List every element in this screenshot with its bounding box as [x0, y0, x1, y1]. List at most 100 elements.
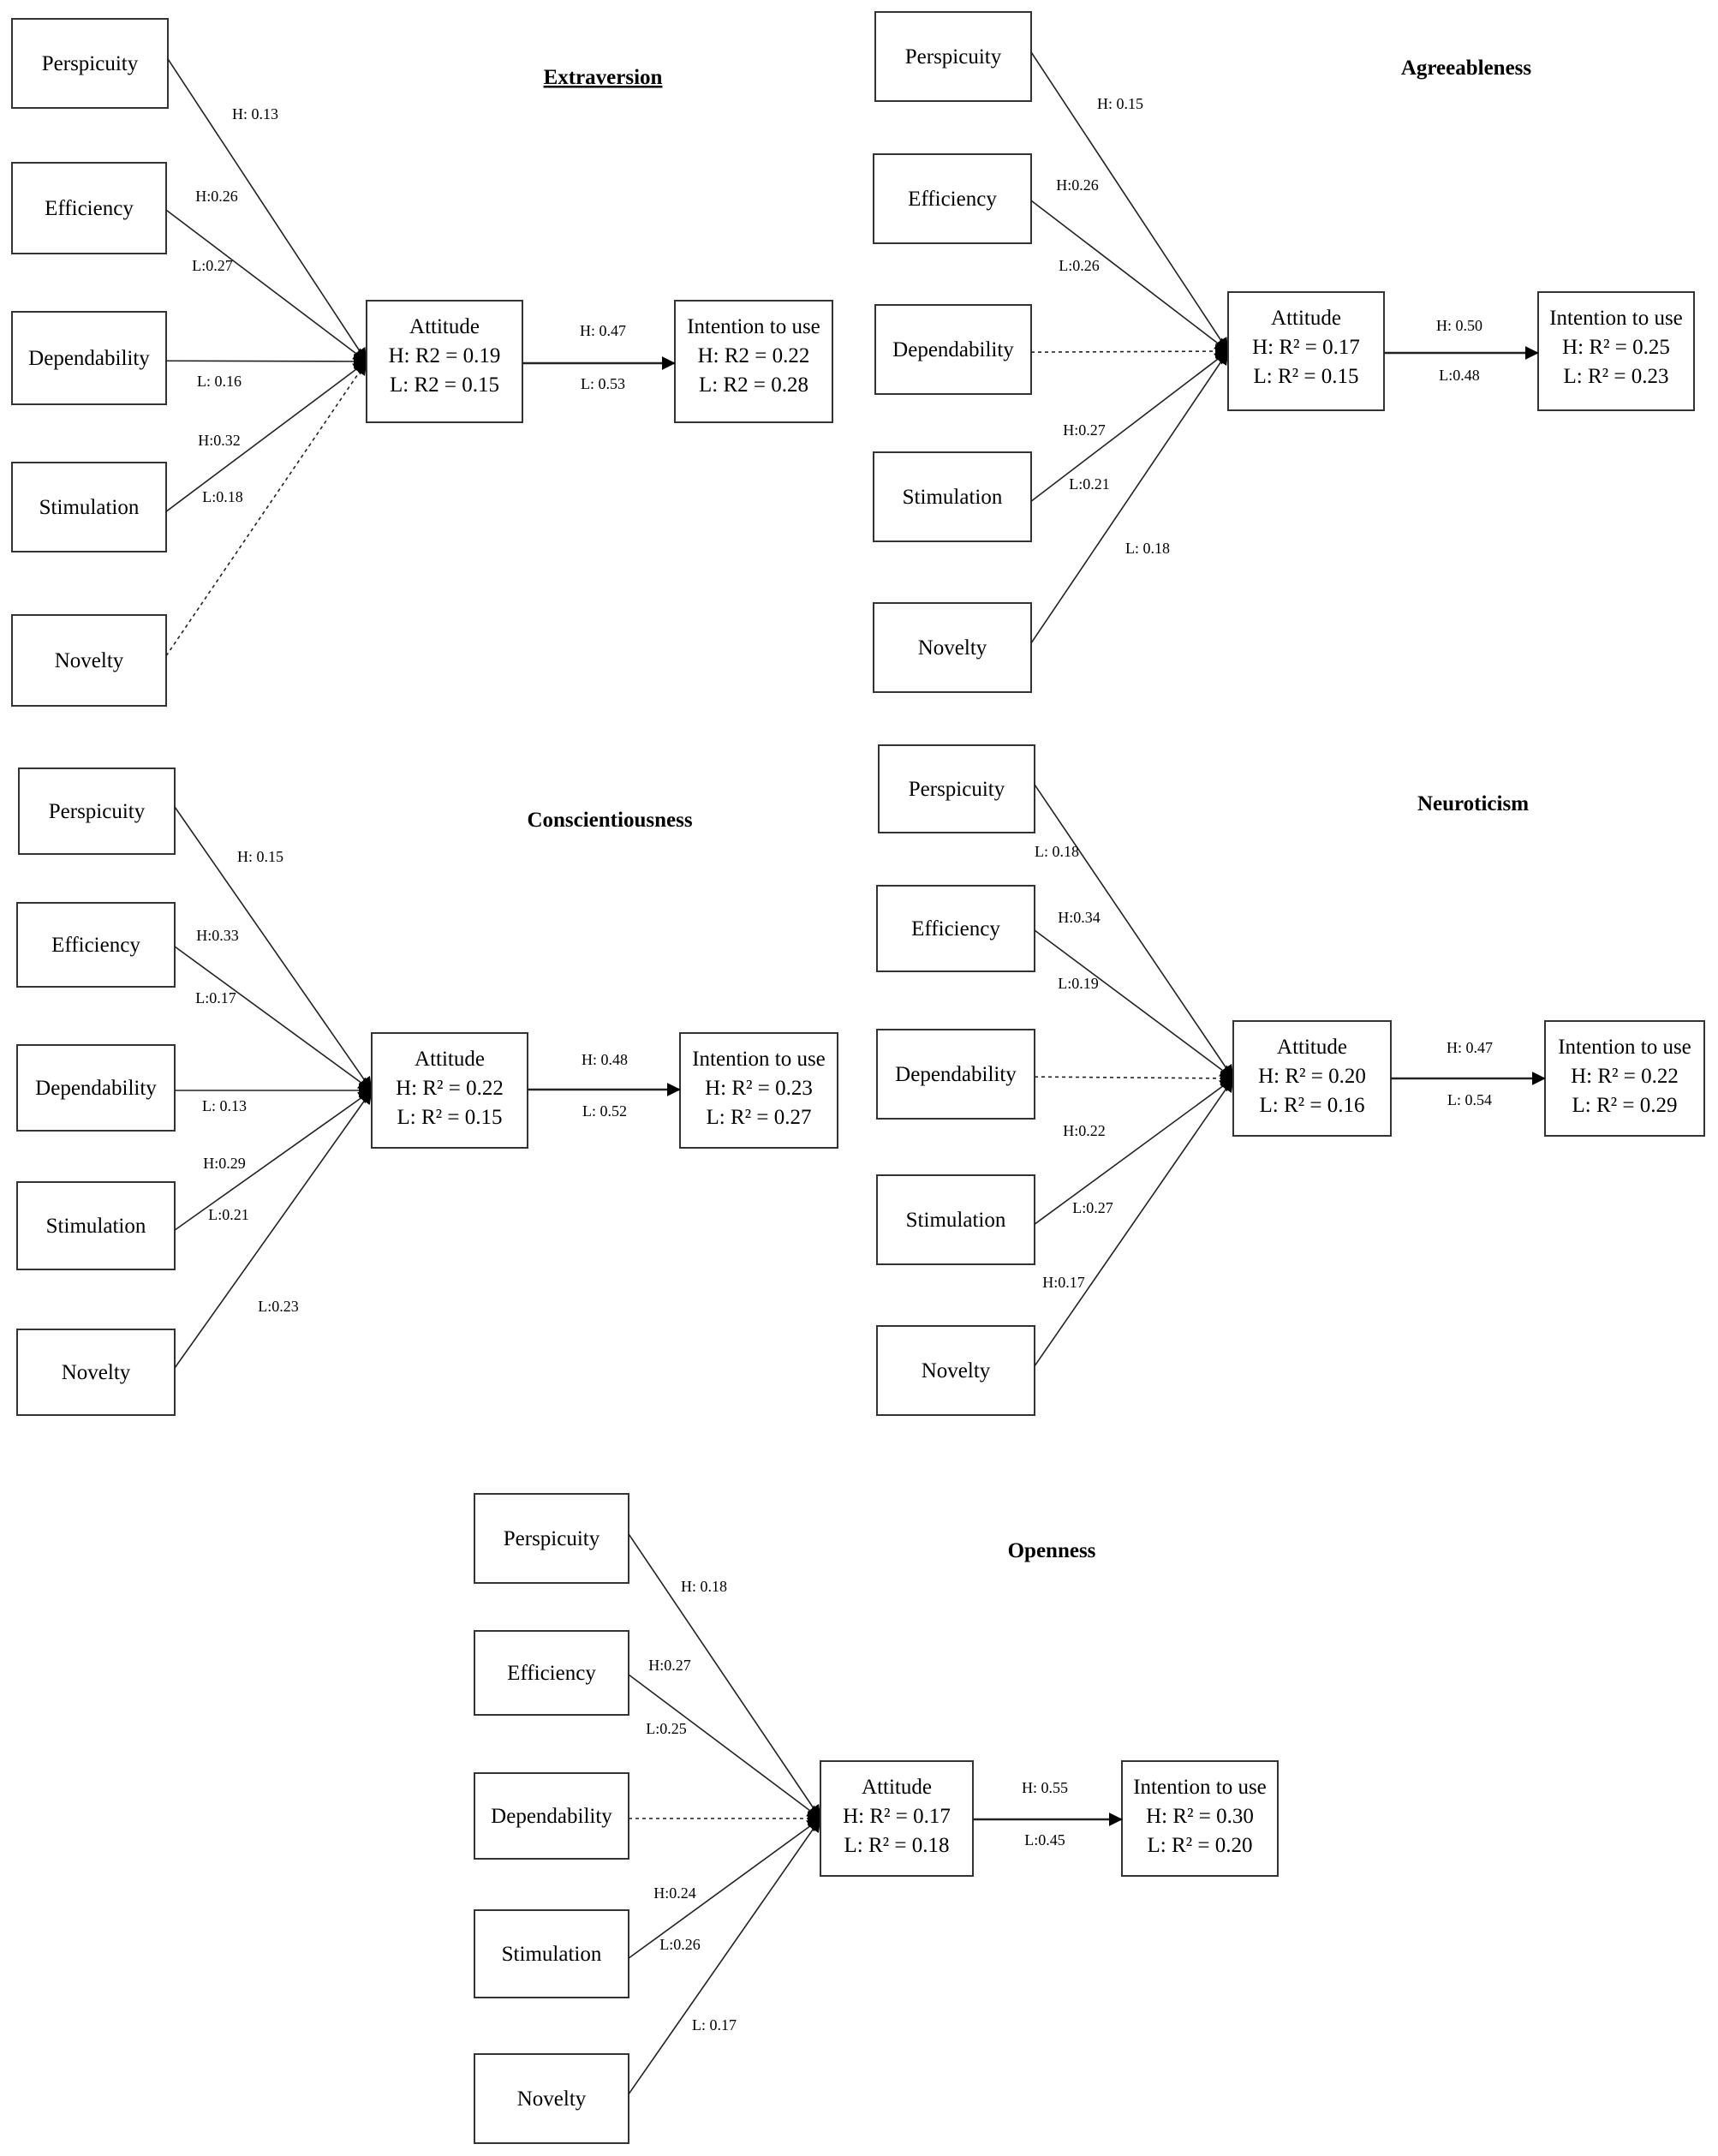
edge-perspicuity-to-attitude [1034, 784, 1234, 1079]
edge-label-perspicuity: H: 0.13 [232, 105, 278, 122]
edge-label-perspicuity: L: 0.18 [1035, 843, 1079, 860]
edge-label-efficiency: L:0.25 [646, 1720, 687, 1737]
node-label-novelty: Novelty [55, 649, 124, 672]
node-intention-to-use [1121, 1760, 1279, 1877]
edge-label-stimulation: H:0.29 [203, 1155, 246, 1172]
node-label-stimulation: Stimulation [903, 486, 1003, 509]
attitude-label: Attitude [415, 1048, 485, 1071]
node-label-stimulation: Stimulation [46, 1215, 146, 1238]
node-efficiency [474, 1630, 629, 1716]
node-label-perspicuity: Perspicuity [49, 800, 146, 823]
attitude-label: Attitude [409, 315, 480, 338]
edge-perspicuity-to-attitude [1030, 51, 1229, 352]
node-label-stimulation: Stimulation [502, 1943, 602, 1966]
node-label-dependability: Dependability [35, 1077, 157, 1100]
edge-novelty-to-attitude [628, 1818, 821, 2095]
node-label-perspicuity: Perspicuity [42, 52, 139, 75]
node-efficiency [16, 902, 176, 988]
node-label-perspicuity: Perspicuity [909, 778, 1005, 801]
node-label-stimulation: Stimulation [39, 496, 140, 519]
attitude-r2-low: L: R² = 0.18 [844, 1834, 950, 1857]
edge-novelty-to-attitude [165, 361, 367, 657]
node-novelty [474, 2053, 629, 2144]
edge-label-novelty: L: 0.17 [692, 2016, 737, 2034]
panel-title: Conscientiousness [527, 809, 692, 832]
edge-label-attitude-intention: L: 0.53 [581, 375, 625, 392]
panel-title: Openness [1008, 1539, 1096, 1562]
edge-stimulation-to-attitude [174, 1090, 373, 1231]
edge-label-efficiency: L:0.19 [1058, 975, 1099, 992]
node-label-novelty: Novelty [517, 2087, 587, 2111]
attitude-label: Attitude [1277, 1036, 1347, 1059]
edge-dependability-to-attitude [1034, 1071, 1234, 1085]
edge-label-novelty: H:0.17 [1042, 1274, 1085, 1291]
edge-label-dependability: L: 0.16 [197, 373, 242, 390]
node-attitude [820, 1760, 974, 1877]
node-efficiency [876, 885, 1035, 972]
node-intention-to-use [679, 1032, 838, 1149]
edge-label-stimulation: H:0.24 [653, 1884, 696, 1902]
node-novelty [876, 1325, 1035, 1416]
attitude-label: Attitude [862, 1776, 932, 1799]
intention-label: Intention to use [1558, 1036, 1691, 1059]
node-efficiency [11, 162, 167, 254]
intention-r2-low: L: R2 = 0.28 [699, 373, 808, 397]
node-label-efficiency: Efficiency [908, 188, 997, 211]
node-perspicuity [878, 744, 1035, 833]
node-label-novelty: Novelty [922, 1359, 991, 1383]
edge-label-efficiency: L:0.27 [192, 257, 233, 274]
intention-label: Intention to use [692, 1048, 826, 1071]
attitude-r2-high: H: R² = 0.17 [843, 1805, 951, 1828]
node-intention-to-use [674, 300, 833, 423]
node-attitude [1232, 1020, 1392, 1137]
intention-r2-low: L: R² = 0.29 [1572, 1094, 1678, 1117]
node-dependability [16, 1044, 176, 1132]
node-label-novelty: Novelty [918, 636, 987, 660]
intention-r2-high: H: R² = 0.23 [705, 1077, 813, 1100]
attitude-r2-high: H: R² = 0.20 [1258, 1065, 1366, 1088]
edge-label-novelty: L: 0.18 [1125, 540, 1170, 557]
edge-label-attitude-intention: L:0.45 [1024, 1831, 1065, 1848]
attitude-r2-low: L: R² = 0.15 [1254, 365, 1359, 388]
intention-r2-low: L: R² = 0.27 [707, 1106, 812, 1129]
node-label-stimulation: Stimulation [906, 1209, 1006, 1232]
node-attitude [366, 300, 523, 423]
edge-label-perspicuity: H: 0.15 [237, 848, 283, 865]
edge-label-efficiency: H:0.34 [1058, 909, 1101, 926]
edge-efficiency-to-attitude [1030, 200, 1229, 352]
edge-novelty-to-attitude [1030, 350, 1229, 644]
node-stimulation [11, 462, 167, 552]
edge-label-attitude-intention: H: 0.47 [580, 322, 626, 339]
node-novelty [16, 1329, 176, 1416]
edge-label-perspicuity: H: 0.18 [681, 1578, 727, 1595]
node-label-perspicuity: Perspicuity [905, 45, 1002, 69]
edge-label-stimulation: L:0.18 [202, 488, 243, 505]
edge-stimulation-to-attitude [165, 361, 367, 512]
node-intention-to-use [1537, 291, 1695, 411]
node-dependability [874, 304, 1032, 395]
edge-efficiency-to-attitude [165, 209, 367, 362]
intention-r2-low: L: R² = 0.23 [1564, 365, 1669, 388]
edge-label-stimulation: L:0.21 [1069, 475, 1110, 493]
edge-stimulation-to-attitude [1034, 1078, 1234, 1225]
edge-label-stimulation: H:0.32 [198, 432, 241, 449]
node-perspicuity [874, 11, 1032, 102]
edge-label-attitude-intention: H: 0.48 [582, 1051, 628, 1068]
node-label-dependability: Dependability [28, 347, 150, 370]
node-perspicuity [18, 767, 176, 855]
node-label-efficiency: Efficiency [911, 917, 1000, 941]
attitude-r2-low: L: R² = 0.15 [397, 1106, 503, 1129]
attitude-r2-high: H: R² = 0.17 [1252, 336, 1360, 359]
edge-label-attitude-intention: L: 0.52 [582, 1102, 627, 1120]
edge-novelty-to-attitude [174, 1090, 373, 1369]
edge-label-attitude-intention: H: 0.47 [1447, 1039, 1493, 1056]
attitude-r2-low: L: R2 = 0.15 [390, 373, 499, 397]
panel-title: Neuroticism [1417, 792, 1529, 815]
node-novelty [873, 602, 1032, 693]
edge-label-stimulation: L:0.27 [1072, 1199, 1113, 1216]
